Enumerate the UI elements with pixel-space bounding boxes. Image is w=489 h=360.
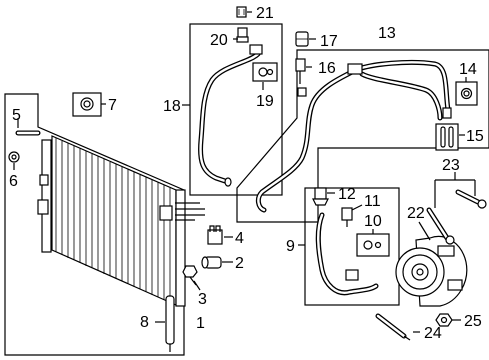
suction-line-hose xyxy=(255,59,452,213)
suction-line-pressure-sensor xyxy=(297,87,307,97)
callout-20: 20 xyxy=(210,32,228,49)
cap-17 xyxy=(295,31,309,47)
bolt-3 xyxy=(182,265,198,286)
callout-25: 25 xyxy=(464,313,482,330)
callout-12: 12 xyxy=(338,186,356,203)
pressure-switch-12 xyxy=(312,187,329,206)
callout-1: 1 xyxy=(196,315,205,332)
liquid-line-group-box xyxy=(189,23,283,196)
callout-11: 11 xyxy=(364,193,381,210)
callout-17: 17 xyxy=(320,33,338,50)
callout-6: 6 xyxy=(9,173,18,190)
callout-22: 22 xyxy=(407,205,425,222)
discharge-hose xyxy=(315,212,379,296)
callout-15: 15 xyxy=(466,128,484,145)
suction-o-ring-15 xyxy=(435,123,459,151)
service-port-16 xyxy=(295,58,306,84)
hose-assembly-group-box xyxy=(304,187,400,306)
callout-24: 24 xyxy=(424,325,442,342)
compressor-nut xyxy=(435,313,453,327)
condenser-mount-bushing xyxy=(8,151,20,163)
retaining-clip xyxy=(207,225,223,245)
ac-compressor xyxy=(395,235,468,307)
callout-14: 14 xyxy=(459,61,477,78)
callout-9: 9 xyxy=(286,238,295,255)
callout-5: 5 xyxy=(12,107,21,124)
callout-4: 4 xyxy=(235,230,244,247)
callout-3: 3 xyxy=(198,291,207,308)
o-ring-kit xyxy=(72,92,102,117)
callout-23: 23 xyxy=(442,157,460,174)
liquid-line-seal-kit xyxy=(252,62,278,82)
relief-valve-11 xyxy=(341,207,353,227)
pipe-fitting xyxy=(201,256,222,269)
callout-2: 2 xyxy=(235,255,244,272)
service-valve-cap xyxy=(236,27,249,43)
callout-16: 16 xyxy=(318,60,336,77)
compressor-bolts xyxy=(426,189,487,245)
callout-13: 13 xyxy=(378,25,396,42)
bolts-leader xyxy=(434,172,476,208)
callout-21: 21 xyxy=(256,5,274,22)
callout-10: 10 xyxy=(364,213,382,230)
suction-seal-kit-14 xyxy=(455,81,478,106)
receiver-drier xyxy=(165,295,175,352)
callout-19: 19 xyxy=(256,93,274,110)
callout-7: 7 xyxy=(108,97,117,114)
cap-21 xyxy=(236,6,247,18)
condenser-outlet-pipes xyxy=(175,202,205,221)
compressor-stud xyxy=(375,313,411,341)
liquid-line-hose xyxy=(198,44,263,187)
callout-18: 18 xyxy=(163,98,181,115)
callout-8: 8 xyxy=(140,314,149,331)
hose-seal-kit-10 xyxy=(356,233,390,257)
condenser xyxy=(37,135,186,307)
